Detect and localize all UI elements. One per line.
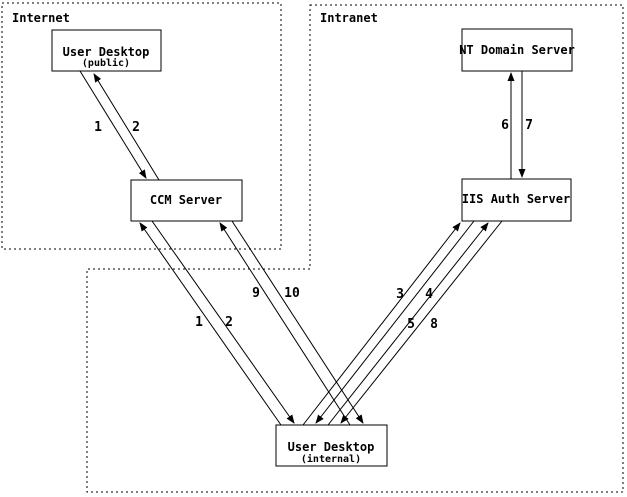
user-desktop-internal-box bbox=[275, 424, 388, 467]
nt-domain-server-box bbox=[461, 28, 573, 72]
edge-step10-ccm-to-internal bbox=[231, 220, 364, 424]
edge-step8-iis-to-internal bbox=[340, 220, 503, 424]
intranet-zone: Intranet bbox=[86, 4, 624, 493]
edge-step3-internal-to-iis bbox=[302, 222, 461, 426]
edge-step1-internal-to-ccm bbox=[139, 222, 282, 426]
step-label-1-public: 1 bbox=[94, 120, 102, 135]
step-label-2-public: 2 bbox=[132, 120, 140, 135]
step-label-1-internal: 1 bbox=[195, 315, 203, 330]
iis-auth-server-label: IIS Auth Server bbox=[462, 192, 570, 206]
step-label-5: 5 bbox=[407, 317, 415, 332]
internet-zone: Internet bbox=[1, 2, 282, 250]
ccm-server-box bbox=[130, 179, 243, 222]
user-desktop-public-box bbox=[51, 29, 162, 72]
edge-step5-internal-to-iis bbox=[327, 222, 489, 426]
step-label-7: 7 bbox=[525, 118, 533, 133]
edge-step4-iis-to-internal bbox=[315, 220, 475, 424]
node-user-desktop-internal: User Desktop (internal) bbox=[275, 424, 388, 467]
edge-step2-ccm-to-public bbox=[93, 73, 160, 181]
step-label-9: 9 bbox=[252, 286, 260, 301]
user-desktop-internal-label: User Desktop bbox=[288, 440, 375, 454]
nt-domain-server-label: NT Domain Server bbox=[459, 43, 575, 57]
user-desktop-public-sublabel: (public) bbox=[82, 57, 130, 69]
intranet-zone-border bbox=[86, 4, 624, 493]
user-desktop-public-label: User Desktop bbox=[63, 45, 150, 59]
node-ccm-server: CCM Server bbox=[130, 179, 243, 222]
step-label-4: 4 bbox=[425, 287, 433, 302]
node-user-desktop-public: User Desktop (public) bbox=[51, 29, 162, 72]
step-label-3: 3 bbox=[396, 287, 404, 302]
edge-step9-internal-to-ccm bbox=[219, 222, 351, 426]
step-label-2-internal: 2 bbox=[225, 315, 233, 330]
user-desktop-internal-sublabel: (internal) bbox=[301, 453, 361, 465]
intranet-zone-label: Intranet bbox=[320, 11, 378, 25]
edge-step1-public-to-ccm bbox=[79, 70, 147, 179]
iis-auth-server-box bbox=[461, 178, 572, 222]
internet-zone-label: Internet bbox=[12, 11, 70, 25]
node-nt-domain-server: NT Domain Server bbox=[459, 28, 575, 72]
edge-step2-ccm-to-internal bbox=[151, 220, 295, 424]
node-iis-auth-server: IIS Auth Server bbox=[461, 178, 572, 222]
ccm-server-label: CCM Server bbox=[150, 193, 222, 207]
internet-zone-border bbox=[1, 2, 282, 250]
step-label-10: 10 bbox=[284, 286, 300, 301]
step-label-6: 6 bbox=[501, 118, 509, 133]
step-label-8: 8 bbox=[430, 317, 438, 332]
